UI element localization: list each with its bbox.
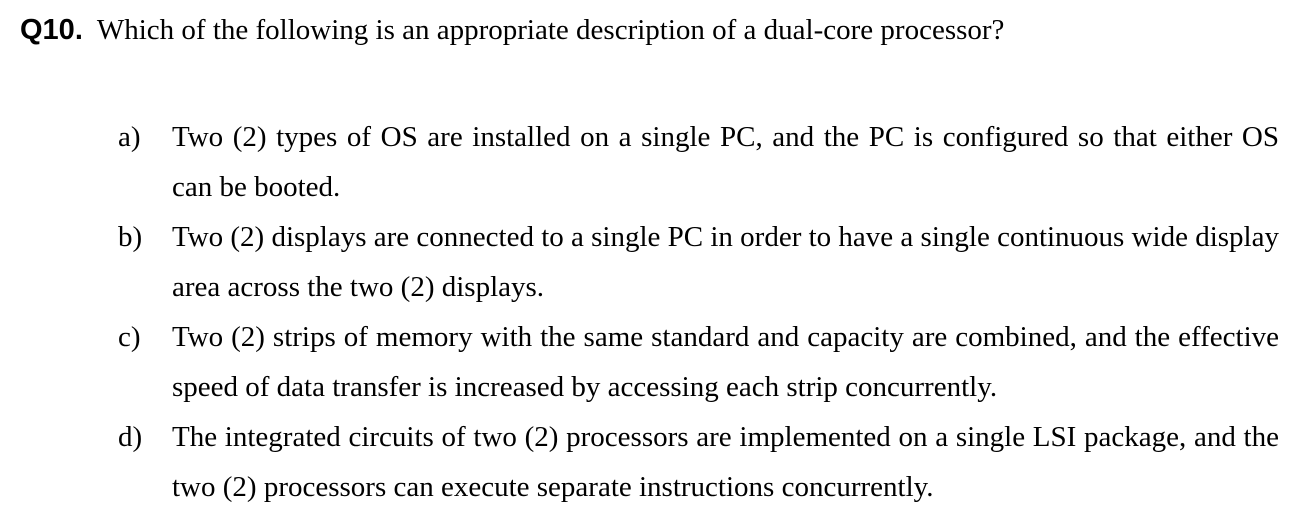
option-text: Two (2) strips of memory with the same s… bbox=[172, 321, 1279, 403]
option-text: The integrated circuits of two (2) proce… bbox=[172, 421, 1279, 503]
option-label: c) bbox=[118, 321, 141, 353]
question-number: Q10. bbox=[20, 14, 83, 46]
question: Q10. Which of the following is an appropr… bbox=[20, 14, 1004, 47]
option-c[interactable]: c) Two (2) strips of memory with the sam… bbox=[118, 312, 1279, 412]
option-label: b) bbox=[118, 221, 143, 253]
answer-options: a) Two (2) types of OS are installed on … bbox=[118, 112, 1279, 512]
option-label: a) bbox=[118, 121, 141, 153]
option-b[interactable]: b) Two (2) displays are connected to a s… bbox=[118, 212, 1279, 312]
question-text: Which of the following is an appropriate… bbox=[96, 14, 1005, 46]
option-text: Two (2) displays are connected to a sing… bbox=[172, 221, 1279, 303]
option-a[interactable]: a) Two (2) types of OS are installed on … bbox=[118, 112, 1279, 212]
option-d[interactable]: d) The integrated circuits of two (2) pr… bbox=[118, 412, 1279, 512]
option-text: Two (2) types of OS are installed on a s… bbox=[172, 121, 1279, 203]
option-label: d) bbox=[118, 421, 143, 453]
